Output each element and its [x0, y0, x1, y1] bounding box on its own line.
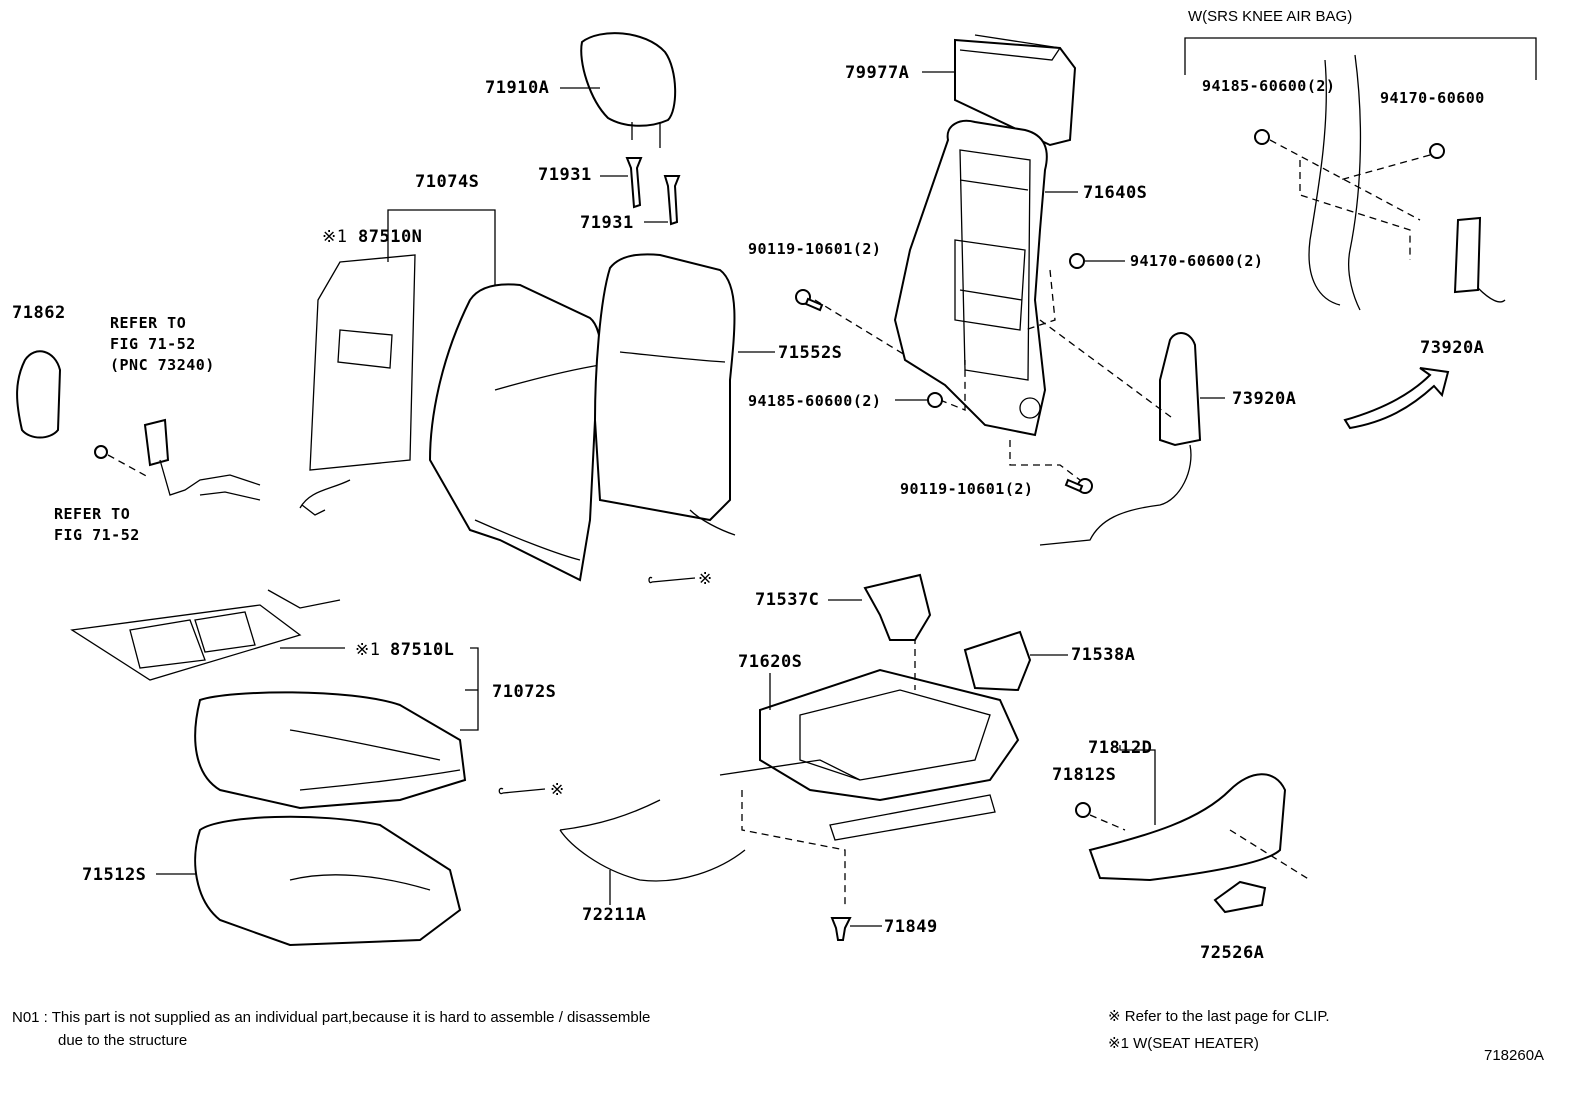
part-label-94185-60600-mid[interactable]: 94185-60600(2) — [748, 392, 882, 410]
part-label-71910A[interactable]: 71910A — [485, 78, 550, 98]
heater-mat-back-drawing — [299, 209, 496, 516]
refer-to-line-2: FIG 71-52 — [110, 335, 196, 353]
wire-72211A-drawing — [559, 799, 746, 905]
clip-71849-drawing — [830, 917, 882, 941]
part-label-71512S[interactable]: 71512S — [82, 865, 147, 885]
part-label-71931-bottom[interactable]: 71931 — [580, 213, 634, 233]
part-label-71862[interactable]: 71862 — [12, 303, 66, 323]
part-label-90119-10601-top[interactable]: 90119-10601(2) — [748, 240, 882, 258]
part-label-71537C[interactable]: 71537C — [755, 590, 820, 610]
cushion-pad-drawing — [156, 815, 462, 947]
refer-to-line-3: (PNC 73240) — [110, 356, 215, 374]
part-label-71552S[interactable]: 71552S — [778, 343, 843, 363]
part-label-71538A[interactable]: 71538A — [1071, 645, 1136, 665]
part-label-71812D[interactable]: 71812D — [1088, 738, 1153, 758]
part-label-94185-60600-top[interactable]: 94185-60600(2) — [1202, 77, 1336, 95]
part-label-73920A-right[interactable]: 73920A — [1420, 338, 1485, 358]
clip-drawings — [498, 576, 696, 795]
buckle-drawing — [94, 418, 261, 501]
part-label-94170-60600-top[interactable]: 94170-60600 — [1380, 89, 1485, 107]
cover-71862-drawing — [16, 350, 62, 439]
heater-mark-87510N: ※1 — [322, 227, 348, 247]
part-label-72526A[interactable]: 72526A — [1200, 943, 1265, 963]
covers-71537C-71538A-drawing — [828, 573, 1068, 692]
refer-to-line-1: REFER TO — [110, 314, 187, 332]
bolts-drawing — [795, 253, 1125, 494]
headrest-drawing — [560, 32, 677, 148]
n01-note-line-1: N01 : This part is not supplied as an in… — [12, 1009, 651, 1026]
refer-to-bottom-line-2: FIG 71-52 — [54, 526, 140, 544]
part-label-72211A[interactable]: 72211A — [582, 905, 647, 925]
knee-airbag-option-label: W(SRS KNEE AIR BAG) — [1188, 8, 1353, 25]
side-airbag-drawing — [1039, 319, 1225, 546]
part-label-79977A[interactable]: 79977A — [845, 63, 910, 83]
part-label-87510N[interactable]: 87510N — [358, 227, 423, 247]
part-label-71931-top[interactable]: 71931 — [538, 165, 592, 185]
part-label-71849[interactable]: 71849 — [884, 917, 938, 937]
heater-mark-87510L: ※1 — [355, 640, 381, 660]
part-label-71812S[interactable]: 71812S — [1052, 765, 1117, 785]
part-label-71620S[interactable]: 71620S — [738, 652, 803, 672]
part-label-71640S[interactable]: 71640S — [1083, 183, 1148, 203]
part-label-71074S[interactable]: 71074S — [415, 172, 480, 192]
clip-mark-upper: ※ — [698, 569, 713, 589]
seat-heater-note: ※1 W(SEAT HEATER) — [1108, 1035, 1259, 1052]
heater-mat-cushion-drawing — [70, 589, 479, 731]
n01-note-line-2: due to the structure — [58, 1032, 188, 1049]
side-shield-drawing — [1075, 745, 1311, 914]
part-label-73920A-mid[interactable]: 73920A — [1232, 389, 1297, 409]
clip-note: ※ Refer to the last page for CLIP. — [1108, 1008, 1330, 1025]
seat-adjuster-drawing — [719, 625, 1020, 905]
seatback-frame-drawing — [814, 120, 1081, 481]
headrest-guide-drawing — [600, 157, 681, 226]
part-label-94170-60600-mid[interactable]: 94170-60600(2) — [1130, 252, 1264, 270]
part-label-87510L[interactable]: 87510L — [390, 640, 455, 660]
seatback-cover-drawing — [428, 253, 775, 582]
seatback-pad-drawing — [922, 34, 1077, 147]
seat-cushion-drawing — [194, 689, 478, 810]
refer-to-bottom-line-1: REFER TO — [54, 505, 131, 523]
part-label-90119-10601-bottom[interactable]: 90119-10601(2) — [900, 480, 1034, 498]
knee-airbag-bracket — [1184, 37, 1537, 430]
part-label-71072S[interactable]: 71072S — [492, 682, 557, 702]
clip-mark-lower: ※ — [550, 780, 565, 800]
figure-id: 718260A — [1484, 1047, 1545, 1064]
